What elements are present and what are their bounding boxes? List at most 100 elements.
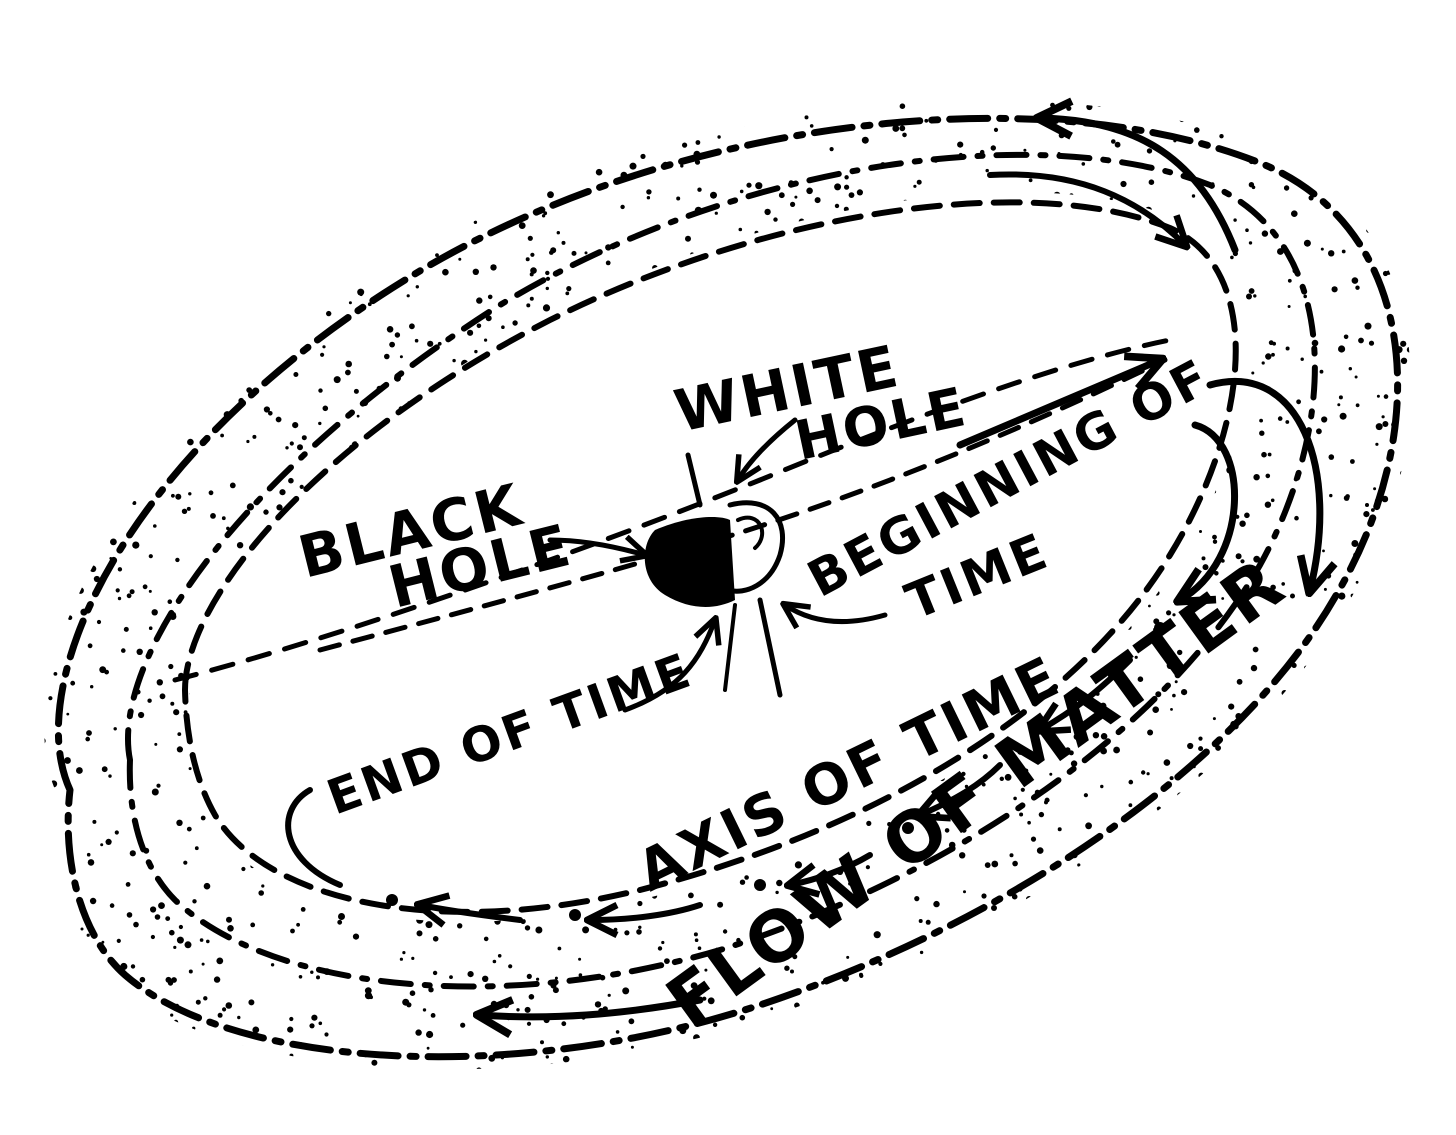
stipple-dot — [218, 604, 221, 607]
stipple-dot — [1212, 535, 1217, 540]
stipple-dot — [200, 938, 204, 942]
stipple-dot — [204, 883, 211, 890]
stipple-dot — [1127, 972, 1134, 979]
stipple-dot — [362, 1127, 368, 1133]
stipple-dot — [401, 1093, 405, 1097]
stipple-dot — [871, 994, 874, 997]
stipple-dot — [427, 1083, 431, 1087]
stipple-dot — [262, 570, 269, 577]
stipple-dot — [1066, 2, 1072, 8]
stipple-dot — [256, 235, 261, 240]
stipple-dot — [35, 1104, 41, 1110]
stipple-dot — [1452, 925, 1456, 931]
stipple-dot — [189, 767, 192, 770]
stipple-dot — [214, 96, 217, 99]
stipple-dot — [508, 806, 511, 809]
stipple-dot — [858, 1089, 864, 1095]
stipple-dot — [1077, 609, 1083, 615]
stipple-dot — [849, 192, 855, 198]
stipple-dot — [267, 169, 273, 175]
stipple-dot — [935, 1069, 942, 1076]
stipple-dot — [148, 282, 153, 287]
stipple-dot — [1105, 234, 1112, 241]
stipple-dot — [780, 441, 787, 448]
stipple-dot — [1037, 1122, 1040, 1125]
stipple-dot — [50, 780, 57, 787]
stipple-dot — [1007, 29, 1012, 34]
stipple-dot — [638, 283, 643, 288]
stipple-dot — [1124, 505, 1131, 512]
stipple-dot — [484, 339, 487, 342]
stipple-dot — [220, 434, 224, 438]
stipple-dot — [1103, 522, 1108, 527]
stipple-dot — [1257, 832, 1262, 837]
stipple-dot — [597, 497, 602, 502]
stipple-dot — [309, 594, 315, 600]
stipple-dot — [899, 17, 905, 23]
stipple-dot — [903, 218, 908, 223]
stipple-dot — [421, 828, 424, 831]
stipple-dot — [1348, 613, 1355, 620]
stipple-dot — [1447, 768, 1453, 774]
stipple-dot — [721, 662, 727, 668]
stipple-dot — [216, 958, 223, 965]
stipple-dot — [997, 57, 1000, 60]
stipple-dot — [906, 371, 909, 374]
stipple-dot — [1018, 335, 1021, 338]
stipple-dot — [627, 398, 630, 401]
stipple-dot — [292, 578, 298, 584]
stipple-dot — [1252, 186, 1256, 190]
stipple-dot — [210, 641, 216, 647]
stipple-dot — [1224, 830, 1227, 833]
stipple-dot — [76, 767, 83, 774]
stipple-dot — [1451, 865, 1455, 869]
stipple-dot — [717, 902, 723, 908]
stipple-dot — [159, 1049, 163, 1053]
stipple-dot — [1431, 714, 1434, 717]
stipple-dot — [659, 349, 666, 356]
stipple-dot — [848, 275, 855, 282]
stipple-dot — [546, 1055, 549, 1058]
stipple-dot — [1403, 1048, 1408, 1053]
stipple-dot — [715, 212, 718, 215]
stipple-dot — [1058, 827, 1062, 831]
stipple-dot — [883, 72, 890, 79]
stipple-dot — [926, 1068, 930, 1072]
stipple-dot — [449, 6, 453, 10]
stipple-dot — [459, 874, 464, 879]
stipple-dot — [343, 651, 346, 654]
stipple-dot — [1259, 1049, 1262, 1052]
stipple-dot — [1451, 601, 1454, 604]
stipple-dot — [1233, 218, 1236, 221]
stipple-dot — [569, 622, 573, 626]
stipple-dot — [228, 1059, 234, 1065]
stipple-dot — [950, 55, 957, 62]
stipple-dot — [539, 73, 546, 80]
stipple-dot — [121, 459, 125, 463]
stipple-dot — [1195, 958, 1201, 964]
stipple-dot — [38, 1083, 44, 1089]
stipple-dot — [183, 861, 187, 865]
stipple-dot — [1414, 522, 1421, 529]
stipple-dot — [546, 65, 552, 71]
stipple-dot — [694, 932, 698, 936]
stipple-dot — [300, 239, 304, 243]
stipple-dot — [1406, 831, 1413, 838]
stipple-dot — [310, 971, 313, 974]
stipple-dot — [296, 923, 300, 927]
stipple-dot — [1170, 776, 1174, 780]
stipple-dot — [410, 990, 416, 996]
stipple-dot — [345, 370, 351, 376]
stipple-dot — [292, 138, 296, 142]
stipple-dot — [940, 967, 946, 973]
stipple-dot — [1344, 335, 1349, 340]
stipple-dot — [739, 604, 744, 609]
stipple-dot — [1008, 234, 1011, 237]
stipple-dot — [1389, 751, 1393, 755]
stipple-dot — [1404, 593, 1410, 599]
stipple-dot — [1430, 128, 1437, 135]
stipple-dot — [1262, 1014, 1265, 1017]
stipple-dot — [711, 86, 714, 89]
stipple-dot — [639, 348, 643, 352]
stipple-dot — [100, 444, 105, 449]
